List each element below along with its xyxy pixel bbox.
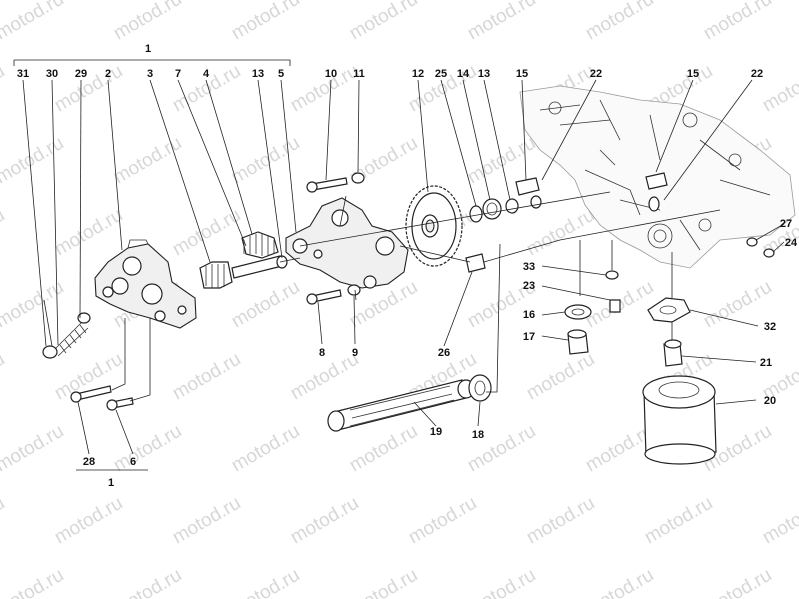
watermark-text: motod.ru [110,0,185,44]
callout-12: 12 [412,68,424,80]
callout-14: 14 [457,68,470,80]
callout-22b: 22 [751,68,763,80]
watermark-text: motod.ru [110,133,185,189]
watermark-text: motod.ru [405,493,480,549]
watermark-text: motod.ru [0,493,8,549]
callout-13a: 13 [252,68,264,80]
watermark-text: motod.ru [0,133,67,189]
watermark-text: motod.ru [582,565,657,599]
callout-7: 7 [175,68,181,80]
watermark-text: motod.ru [523,493,598,549]
watermark-text: motod.ru [582,0,657,44]
watermark-text: motod.ru [51,493,126,549]
callout-11: 11 [353,68,365,80]
callout-17: 17 [523,331,535,343]
callout-21: 21 [760,357,772,369]
watermark-text: motod.ru [759,493,799,549]
watermark-text: motod.ru [228,277,303,333]
callout-23: 23 [523,280,535,292]
callout-24: 24 [785,237,798,249]
callout-20: 20 [764,395,776,407]
callout-10: 10 [325,68,337,80]
callout-3: 3 [147,68,153,80]
assembly-guide-lines [43,191,721,402]
watermark-text: motod.ru [346,421,421,477]
callout-6: 6 [130,456,136,468]
watermark-text: motod.ru [0,0,67,44]
drive-gear-icon [405,185,463,267]
watermark-text: motod.ru [346,0,421,44]
callout-8: 8 [319,347,325,359]
watermark-text: motod.ru [110,421,185,477]
callout-29: 29 [75,68,87,80]
watermark-text: motod.ru [346,565,421,599]
watermark-text: motod.ru [0,61,8,117]
group-bracket [13,59,291,471]
relief-spring-icon [42,312,91,359]
watermark-text: motod.ru [0,349,8,405]
callout-16: 16 [523,309,535,321]
callout-5: 5 [278,68,284,80]
watermark-text: motod.ru [641,493,716,549]
pump-body-icon [285,197,409,289]
callout-9: 9 [352,347,358,359]
watermark-text: motod.ru [287,493,362,549]
callout-labels: 1 31 30 29 2 3 7 4 13 5 10 11 12 25 14 1… [17,43,798,489]
watermark-text: motod.ru [464,565,539,599]
seal-ring-icon [465,172,775,273]
watermark-text: motod.ru [228,421,303,477]
watermark-text: motod.ru [51,205,126,261]
callout-2: 2 [105,68,111,80]
callout-19: 19 [430,426,442,438]
callout-1-top: 1 [145,43,151,55]
callout-31: 31 [17,68,29,80]
callout-27: 27 [780,218,792,230]
watermark-text: motod.ru [110,565,185,599]
oil-strainer-icon [327,374,492,432]
watermark-text: motod.ru [0,565,67,599]
watermark-text: motod.ru [0,421,67,477]
callout-15a: 15 [516,68,528,80]
watermark-text: motod.ru [51,61,126,117]
filter-adapter-icon [647,297,691,367]
screw-icon [70,385,134,411]
callout-1-bottom: 1 [108,477,114,489]
callout-18: 18 [472,429,484,441]
callout-26: 26 [438,347,450,359]
bolt-washer-icon [306,172,365,305]
watermark-text: motod.ru [700,565,775,599]
callout-4: 4 [203,68,210,80]
watermark-text: motod.ru [0,205,8,261]
watermark-text: motod.ru [169,493,244,549]
callout-22a: 22 [590,68,602,80]
leader-lines [22,79,785,455]
callout-15b: 15 [687,68,699,80]
watermark-text: motod.ru [228,565,303,599]
watermark-text: motod.ru [523,205,598,261]
watermark-text: motod.ru [700,0,775,44]
watermark-text: motod.ru [169,349,244,405]
callout-25: 25 [435,68,447,80]
watermark-text: motod.ru [464,0,539,44]
oil-filter-icon [642,375,717,465]
oil-pump-housing-icon [94,239,197,329]
callout-30: 30 [46,68,58,80]
callout-33: 33 [523,261,535,273]
callout-13b: 13 [478,68,490,80]
callout-28: 28 [83,456,95,468]
callout-32: 32 [764,321,776,333]
watermark-text: motod.ru [228,133,303,189]
watermark-text: motod.ru [759,61,799,117]
pump-rotor-icon [199,231,288,289]
watermark-text: motod.ru [228,0,303,44]
watermark-text: motod.ru [523,349,598,405]
